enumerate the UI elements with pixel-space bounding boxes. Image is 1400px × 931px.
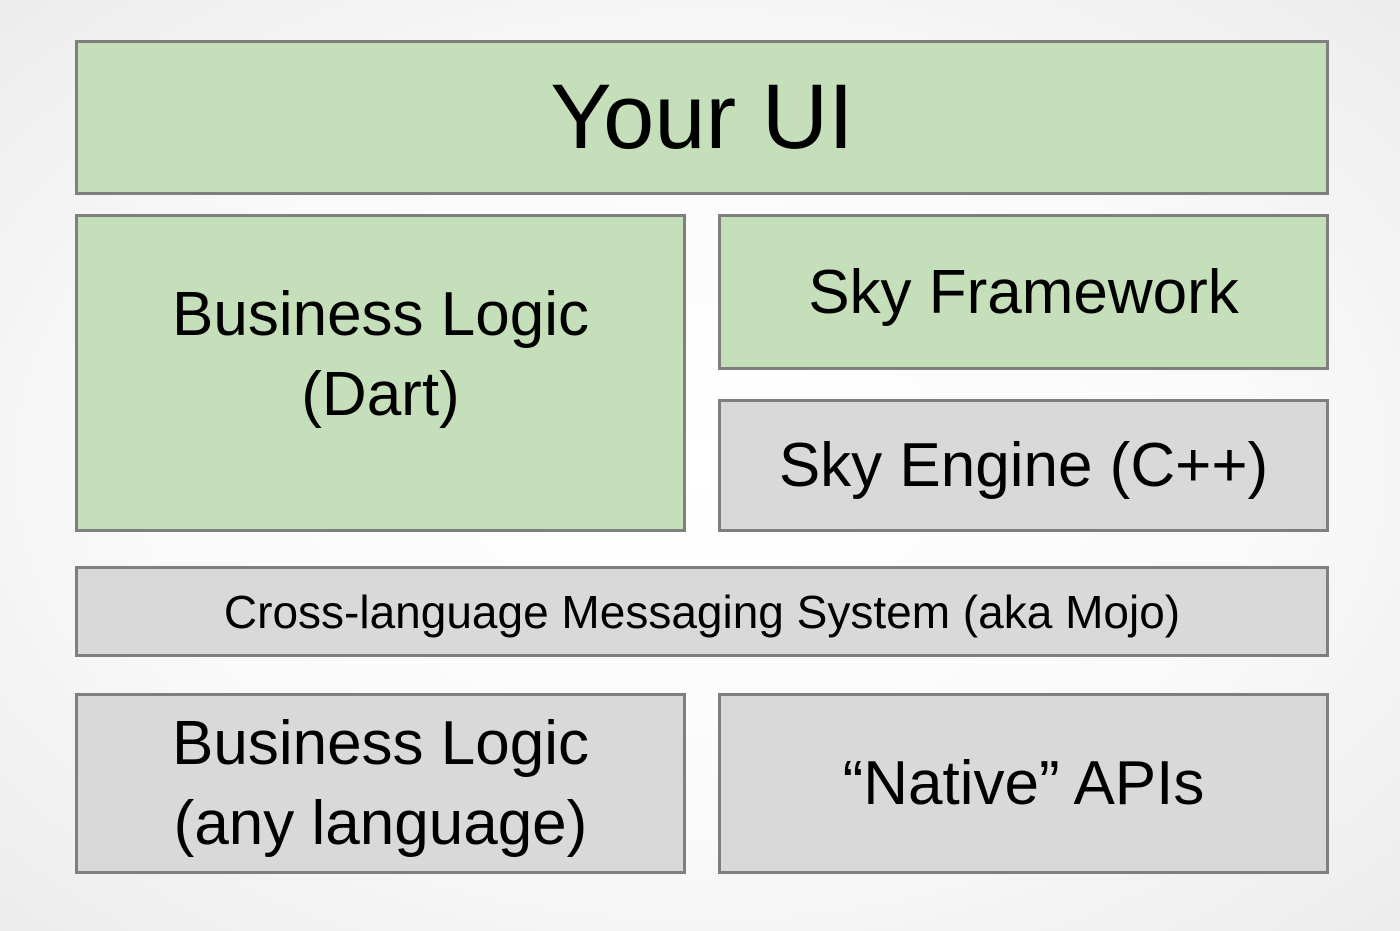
business-logic-dart-text: Business Logic (Dart) (172, 275, 589, 435)
messaging-system-layer: Cross-language Messaging System (aka Moj… (75, 566, 1329, 657)
business-logic-dart-line1: Business Logic (171, 280, 590, 349)
sky-engine-label: Sky Engine (C++) (778, 431, 1269, 500)
business-logic-any-line1: Business Logic (171, 708, 590, 778)
business-logic-any-line2: (any language) (173, 788, 588, 858)
business-logic-any-text: Business Logic (any language) (172, 704, 589, 864)
sky-engine-layer: Sky Engine (C++) (718, 399, 1329, 532)
business-logic-dart-line2: (Dart) (301, 360, 460, 429)
your-ui-label: Your UI (550, 66, 854, 168)
messaging-system-label: Cross-language Messaging System (aka Moj… (223, 585, 1181, 638)
your-ui-layer: Your UI (75, 40, 1329, 195)
sky-framework-layer: Sky Framework (718, 214, 1329, 370)
native-apis-label: “Native” APIs (842, 749, 1205, 818)
business-logic-any-layer: Business Logic (any language) (75, 693, 686, 874)
native-apis-layer: “Native” APIs (718, 693, 1329, 874)
sky-framework-label: Sky Framework (808, 257, 1239, 327)
business-logic-dart-layer: Business Logic (Dart) (75, 214, 686, 532)
